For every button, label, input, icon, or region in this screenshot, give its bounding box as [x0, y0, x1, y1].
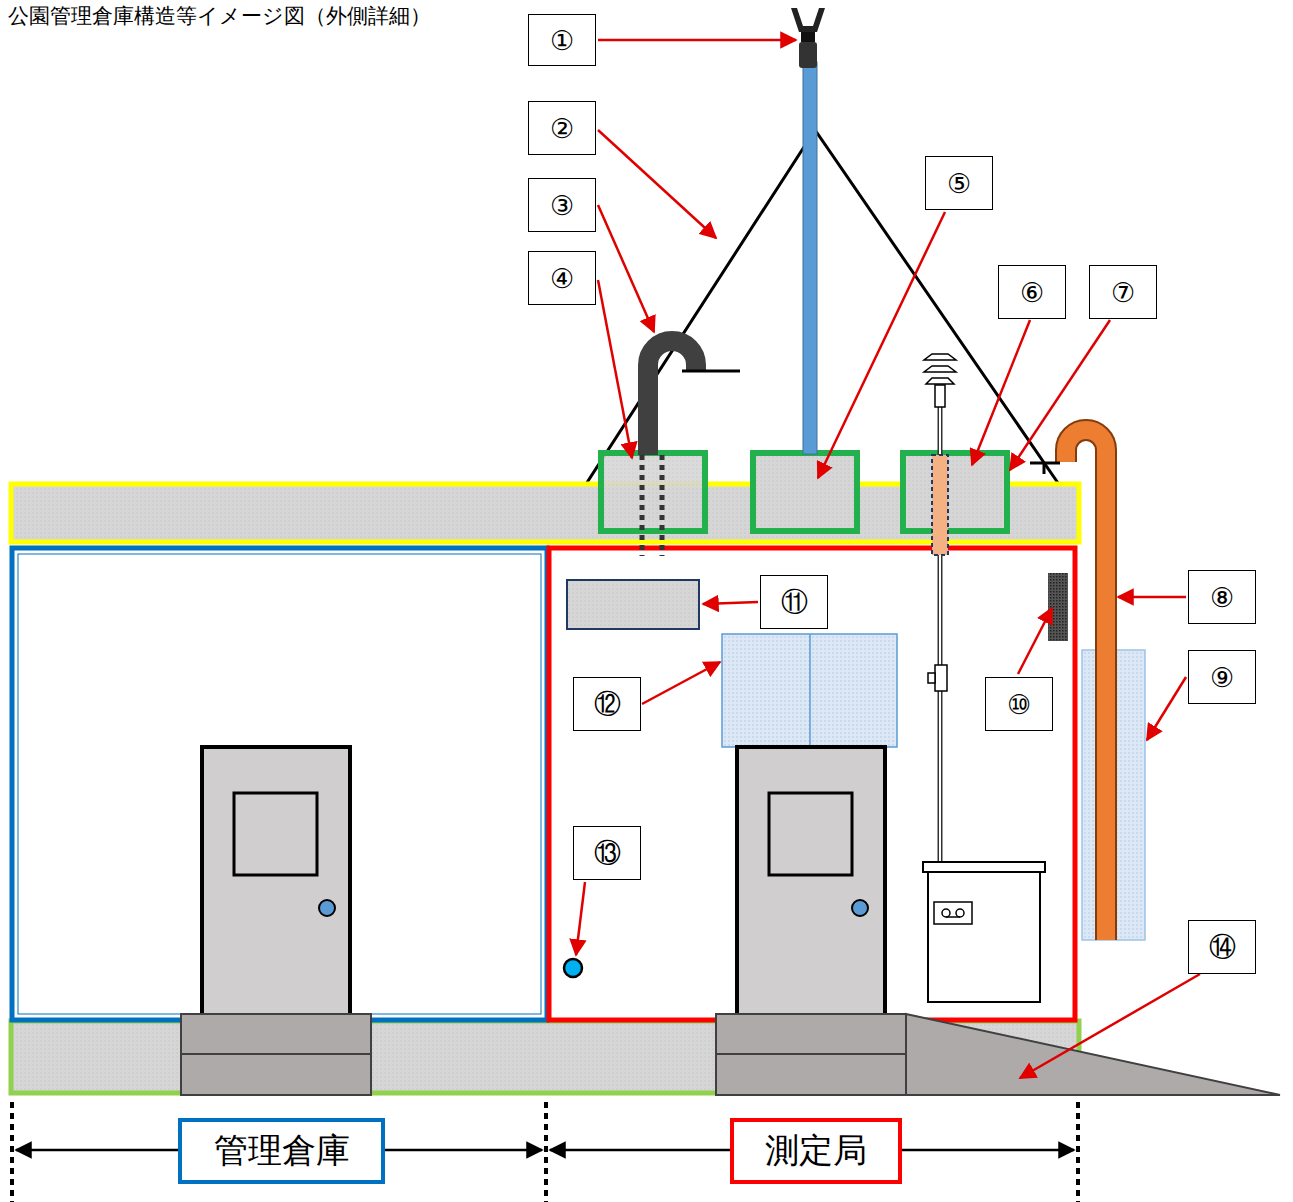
vent [1048, 573, 1068, 641]
region-label: 測定局 [730, 1118, 902, 1184]
outlet [564, 959, 582, 977]
node-text: ⑤ [947, 168, 971, 199]
leader-line [576, 40, 1200, 1078]
node-text: ③ [550, 190, 574, 221]
diagram-title: 公園管理倉庫構造等イメージ図（外側詳細） [8, 2, 431, 30]
callout-number: ⑫ [573, 677, 641, 731]
callout-number: ② [528, 101, 596, 155]
node-text: ⑭ [1209, 929, 1236, 965]
node-text: ④ [550, 263, 574, 294]
roof-box [903, 453, 1007, 531]
roof-box [753, 453, 857, 531]
callout-number: ⑩ [985, 677, 1053, 731]
pipe-cap [1043, 463, 1046, 474]
callout-number: ③ [528, 178, 596, 232]
dimension-arrow [16, 1149, 1074, 1152]
station-wall [549, 548, 1075, 1020]
exhaust-pipe [1066, 430, 1106, 940]
ramp [906, 1014, 1280, 1095]
aircon-divider [809, 634, 811, 747]
hood-cap [682, 370, 740, 373]
callout-number: ⑬ [573, 826, 641, 880]
callout-number: ⑨ [1188, 650, 1256, 704]
callout-number: ④ [528, 251, 596, 305]
storage-wall [12, 548, 547, 1020]
node-text: ⑧ [1210, 582, 1234, 613]
callout-number: ⑥ [998, 265, 1066, 319]
lightning-rod [791, 8, 825, 68]
node-text: ① [550, 25, 574, 56]
storage-wall-inner [18, 554, 541, 1014]
node-text: ⑬ [594, 835, 621, 871]
callout-number: ⑤ [925, 156, 993, 210]
callout-number: ⑦ [1089, 265, 1157, 319]
sign-plate [567, 580, 699, 629]
intake-hood [648, 341, 696, 455]
air-conditioner [722, 634, 897, 747]
node-text: ② [550, 113, 574, 144]
node-text: 測定局 [765, 1128, 867, 1174]
node-text: ⑥ [1020, 277, 1044, 308]
duct [640, 455, 645, 556]
node-text: ⑫ [594, 686, 621, 722]
region-label: 管理倉庫 [178, 1118, 385, 1184]
dimension-tick [12, 1102, 1078, 1202]
callout-number: ① [528, 14, 596, 66]
callout-number: ⑪ [760, 575, 828, 629]
door [737, 747, 885, 1015]
roof-box [601, 453, 705, 531]
callout-number: ⑭ [1188, 920, 1256, 974]
node-text: 管理倉庫 [214, 1128, 350, 1174]
node-text: ⑪ [781, 584, 808, 620]
duct [660, 455, 665, 556]
node-text: ⑨ [1210, 662, 1234, 693]
door [202, 747, 350, 1015]
mast [803, 62, 817, 454]
exhaust-pipe-outline [1066, 430, 1106, 940]
node-text: ⑦ [1111, 277, 1135, 308]
step [181, 1014, 906, 1095]
callout-number: ⑧ [1188, 570, 1256, 624]
node-text: ⑩ [1007, 689, 1031, 720]
